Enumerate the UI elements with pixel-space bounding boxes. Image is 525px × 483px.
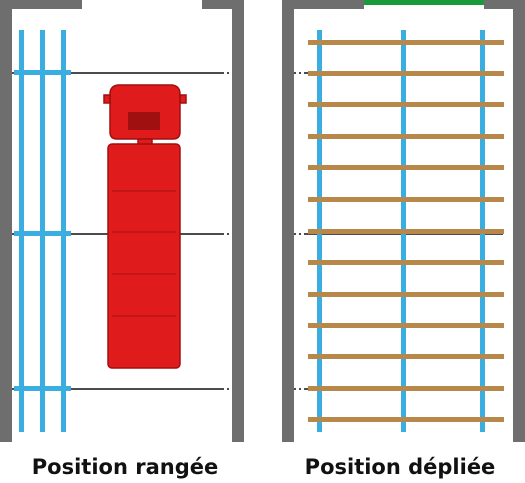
beam [308,165,504,170]
right-wall [513,0,525,442]
beam [308,134,504,139]
beam [308,417,504,422]
top-wall-right [484,0,525,9]
beam [308,354,504,359]
beam [308,292,504,297]
beam [308,71,504,76]
truck-icon [103,84,187,369]
rail-bracket [14,70,71,75]
caption-deployed: Position dépliée [304,455,496,479]
top-wall-left [0,0,82,9]
beam [308,40,504,45]
rail-bracket [14,386,71,391]
mirror-right [179,94,187,104]
beam [308,386,504,391]
truck-trailer [107,143,181,369]
beam [308,102,504,107]
beam [308,323,504,328]
top-wall-left [282,0,364,9]
deployed-beams [308,40,504,422]
panel-deployed [282,0,525,442]
beam [308,260,504,265]
panel-stowed [0,0,244,442]
rail-bracket [14,231,71,236]
mirror-left [103,94,111,104]
door-marker [364,0,484,5]
top-wall-right [202,0,244,9]
left-wall [0,0,12,442]
beam [308,197,504,202]
beam [308,229,504,234]
caption-stowed: Position rangée [31,455,219,479]
left-wall [282,0,294,442]
right-wall [232,0,244,442]
stowed-rails [14,30,71,432]
truck-windshield [128,112,160,130]
